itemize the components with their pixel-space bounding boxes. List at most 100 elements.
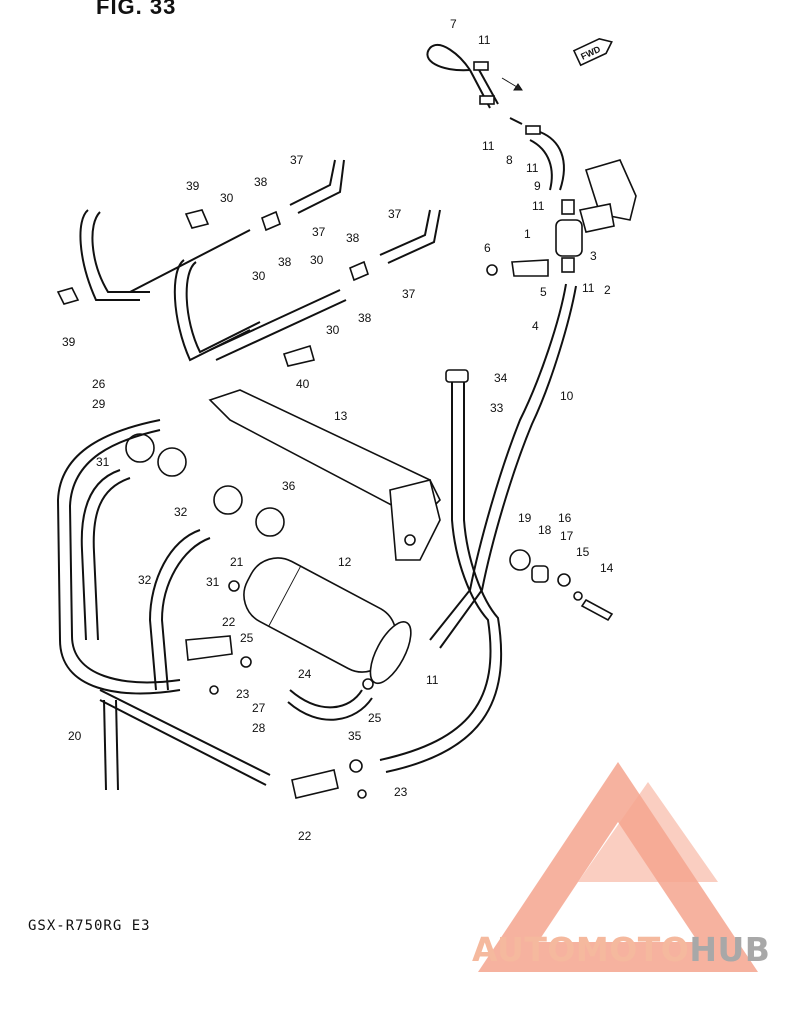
mount-plate-13 — [389, 479, 441, 561]
hose-30-d — [209, 289, 341, 351]
callout-23: 23 — [236, 687, 250, 701]
callout-11-6: 11 — [426, 673, 439, 687]
hose-24-b — [287, 697, 373, 721]
callout-35: 35 — [348, 729, 362, 743]
valve-36-b — [255, 507, 285, 537]
callout-32: 32 — [174, 505, 188, 519]
callout-18: 18 — [538, 523, 552, 537]
watermark-text-b: HUB — [689, 930, 771, 969]
canister-12 — [243, 557, 412, 685]
callout-9: 9 — [534, 179, 541, 193]
hose-9-b — [529, 139, 553, 191]
valve-26-a — [125, 433, 155, 463]
callout-25-2: 25 — [368, 711, 382, 725]
hose-30-c — [129, 229, 251, 293]
callout-29: 29 — [92, 397, 106, 411]
clamp-34 — [445, 369, 469, 383]
callout-22: 22 — [222, 615, 236, 629]
callout-37-3: 37 — [388, 207, 402, 221]
hose-32-b — [160, 537, 211, 691]
callout-7: 7 — [450, 17, 457, 31]
callout-37-2: 37 — [312, 225, 326, 239]
clamp-25-b — [362, 678, 374, 690]
callout-14: 14 — [600, 561, 614, 575]
grommet-19 — [509, 549, 531, 571]
callout-17: 17 — [560, 529, 574, 543]
valve-36-a — [213, 485, 243, 515]
hose-33 — [379, 380, 492, 761]
bolt-6 — [486, 264, 498, 276]
callout-1: 1 — [524, 227, 531, 241]
clamp-25-a — [240, 656, 252, 668]
callout-38-3: 38 — [346, 231, 360, 245]
valve-1 — [555, 219, 583, 257]
clip-39-b — [184, 209, 210, 229]
callout-3: 3 — [590, 249, 597, 263]
hose-7 — [426, 44, 471, 72]
callout-33: 33 — [490, 401, 504, 415]
callout-19: 19 — [518, 511, 532, 525]
callout-11-3: 11 — [526, 161, 539, 175]
watermark-text-a: AUTOMOTO — [472, 930, 690, 969]
clamp-5 — [511, 259, 549, 277]
collar-18 — [531, 565, 549, 583]
hose-28-b — [99, 699, 267, 786]
figure-title: FIG. 33 — [96, 0, 177, 19]
hose-29 — [56, 419, 181, 695]
clamp-35 — [349, 759, 363, 773]
valve-26-b — [157, 447, 187, 477]
callout-31: 31 — [96, 455, 110, 469]
valve-1-bottom — [561, 257, 575, 273]
hose-30-e — [215, 299, 347, 361]
hose-37-d — [387, 209, 441, 264]
bolt-14 — [580, 598, 614, 622]
callout-labels: 1234567891011111111111112131415161718192… — [62, 17, 614, 843]
flow-arrow-head — [513, 83, 523, 91]
hose-left-1 — [79, 209, 140, 301]
hose-31 — [80, 469, 121, 641]
clamp-21 — [228, 580, 240, 592]
joint-38-b — [349, 260, 369, 282]
callout-36: 36 — [282, 479, 296, 493]
hose-37-c — [379, 209, 431, 256]
hose-37-b — [297, 159, 345, 214]
callout-11-4: 11 — [532, 199, 545, 213]
hose-28 — [99, 689, 271, 776]
callout-11-5: 11 — [582, 281, 595, 295]
callout-28: 28 — [252, 721, 266, 735]
screw-23-a — [209, 685, 219, 695]
callout-30-2: 30 — [252, 269, 266, 283]
callout-30: 30 — [220, 191, 234, 205]
callout-11-2: 11 — [482, 139, 495, 153]
watermark-text: AUTOMOTOHUB — [472, 930, 770, 969]
mount-bracket-13 — [208, 389, 441, 521]
callout-39-2: 39 — [62, 335, 76, 349]
callout-5: 5 — [540, 285, 547, 299]
joint-22-a — [185, 635, 233, 661]
callout-10: 10 — [560, 389, 574, 403]
hose-20-b — [115, 699, 119, 791]
hose-24 — [289, 689, 363, 709]
clamp-11-c — [525, 125, 541, 135]
callout-27: 27 — [252, 701, 266, 715]
callout-39: 39 — [186, 179, 200, 193]
joint-38-a — [261, 210, 281, 232]
hose-9 — [539, 131, 565, 191]
washer-15 — [573, 591, 583, 601]
callout-22-2: 22 — [298, 829, 312, 843]
callout-37-4: 37 — [402, 287, 416, 301]
bracket-3 — [579, 203, 615, 233]
callout-15: 15 — [576, 545, 590, 559]
callout-30-3: 30 — [310, 253, 324, 267]
callout-31-2: 31 — [206, 575, 220, 589]
forward-arrow-icon: FWD — [572, 37, 613, 67]
callout-25: 25 — [240, 631, 254, 645]
callout-30-4: 30 — [326, 323, 340, 337]
callout-40: 40 — [296, 377, 310, 391]
callout-11: 11 — [478, 33, 491, 47]
screw-23-b — [357, 789, 367, 799]
callout-21: 21 — [230, 555, 244, 569]
clamp-11-b — [479, 95, 495, 105]
